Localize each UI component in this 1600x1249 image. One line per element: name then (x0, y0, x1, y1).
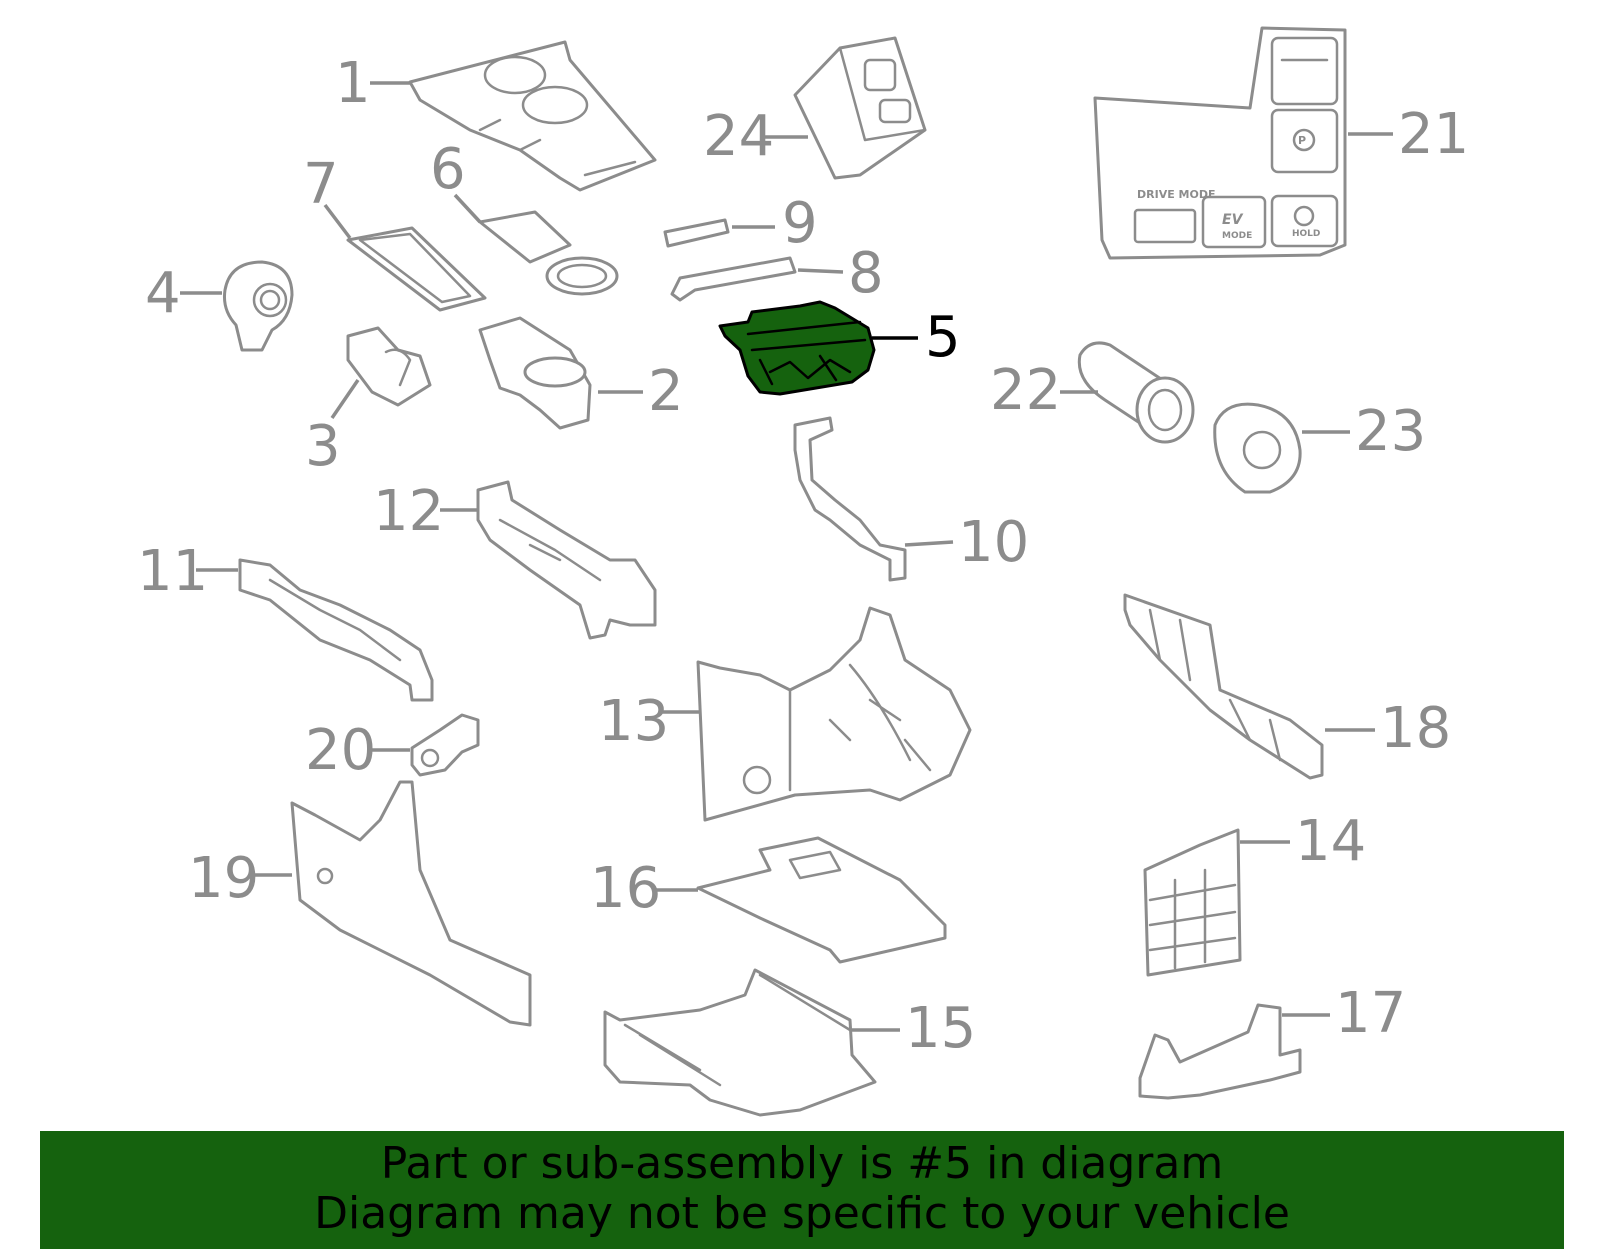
callout-5: 5 (925, 305, 961, 370)
callout-19: 19 (188, 846, 259, 911)
part-24[interactable]: 24 (703, 36, 927, 180)
callout-8: 8 (848, 241, 884, 306)
part-8[interactable]: 8 (670, 241, 884, 306)
callout-2: 2 (648, 359, 684, 424)
callout-10: 10 (958, 510, 1029, 575)
part-7[interactable]: 7 (303, 152, 487, 312)
part-13[interactable]: 13 (598, 606, 972, 822)
callout-15: 15 (905, 996, 976, 1061)
callout-6: 6 (430, 137, 466, 202)
part-21[interactable]: DRIVE MODE EV MODE P HOLD 21 (1093, 26, 1469, 260)
callout-22: 22 (990, 358, 1061, 423)
part-1[interactable]: 1 (335, 40, 657, 192)
part-17[interactable]: 17 (1138, 981, 1406, 1100)
ev-mode-label: MODE (1222, 231, 1252, 241)
part-12[interactable]: 12 (373, 479, 657, 640)
part-14[interactable]: 14 (1143, 809, 1366, 977)
part-4[interactable]: 4 (145, 260, 294, 352)
part-3[interactable]: 3 (305, 326, 432, 479)
part-16[interactable]: 16 (590, 836, 947, 964)
part-10[interactable]: 10 (793, 416, 1029, 582)
part-11[interactable]: 11 (137, 539, 434, 702)
part-18[interactable]: 18 (1123, 593, 1451, 780)
callout-1: 1 (335, 51, 371, 116)
part-9[interactable]: 9 (663, 191, 818, 256)
callout-21: 21 (1398, 102, 1469, 167)
part-23[interactable]: 23 (1213, 399, 1427, 494)
hold-label: HOLD (1292, 229, 1320, 239)
part-2[interactable]: 2 (478, 316, 684, 430)
banner-line-1: Part or sub-assembly is #5 in diagram (380, 1138, 1224, 1189)
callout-23: 23 (1355, 399, 1426, 464)
callout-18: 18 (1380, 696, 1451, 761)
park-label: P (1298, 134, 1306, 147)
callout-17: 17 (1335, 981, 1406, 1046)
callout-20: 20 (305, 718, 376, 783)
callout-13: 13 (598, 689, 669, 754)
callout-4: 4 (145, 261, 181, 326)
drive-mode-label: DRIVE MODE (1137, 188, 1216, 201)
part-5[interactable]: 5 (718, 300, 961, 396)
part-22[interactable]: 22 (990, 341, 1195, 444)
part-19[interactable]: 19 (188, 780, 532, 1027)
part-6[interactable]: 6 (430, 137, 619, 296)
callout-7: 7 (303, 152, 339, 217)
callout-9: 9 (782, 191, 818, 256)
part-15[interactable]: 15 (603, 968, 976, 1117)
info-banner: Part or sub-assembly is #5 in diagram Di… (40, 1131, 1564, 1249)
callout-12: 12 (373, 479, 444, 544)
part-20[interactable]: 20 (305, 713, 480, 783)
ev-label: EV (1222, 212, 1244, 228)
callout-16: 16 (590, 856, 661, 921)
callout-3: 3 (305, 414, 341, 479)
callout-14: 14 (1295, 809, 1366, 874)
banner-line-2: Diagram may not be specific to your vehi… (314, 1188, 1290, 1239)
